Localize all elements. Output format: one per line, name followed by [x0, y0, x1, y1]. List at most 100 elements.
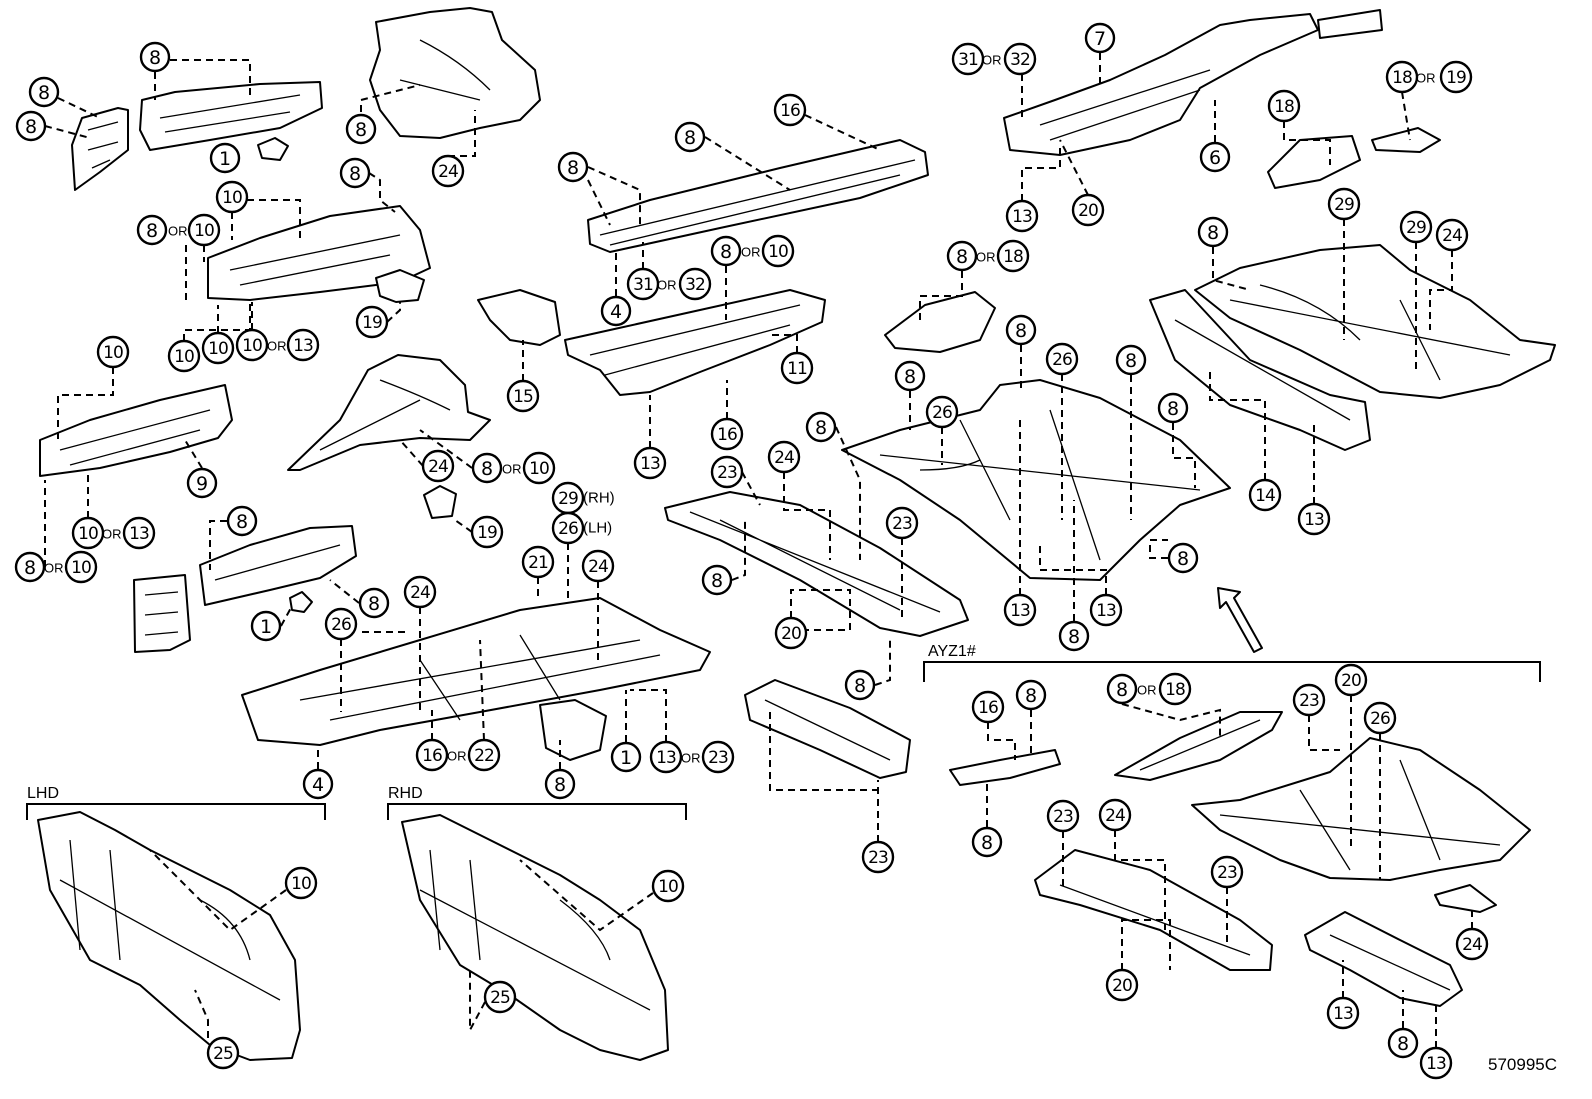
or-label: OR	[657, 278, 677, 293]
part-ayz-bracket-24	[1434, 884, 1497, 913]
callout-circle	[710, 235, 742, 267]
callout-circle	[1326, 996, 1360, 1030]
callout-8: 8	[844, 669, 876, 701]
callout-16: 16	[415, 738, 449, 772]
callout-8: 8	[946, 240, 978, 272]
callout-29: 29	[551, 481, 585, 515]
callout-8: 8	[674, 121, 706, 153]
callout-number: 8	[554, 774, 566, 796]
part-crossmember-lower	[744, 679, 911, 779]
callout-circle	[471, 452, 503, 484]
callout-number: 26	[1370, 709, 1390, 729]
callout-24: 24	[421, 449, 455, 483]
callout-circle	[286, 328, 320, 362]
callout-22: 22	[467, 738, 501, 772]
or-label: OR	[102, 527, 122, 542]
callout-circle	[925, 395, 959, 429]
callout-number: 13	[1426, 1054, 1446, 1074]
callout-circle	[139, 41, 171, 73]
callout-circle	[1399, 210, 1433, 244]
callout-circle	[467, 738, 501, 772]
callout-number: 23	[708, 748, 728, 768]
callout-8: 8	[139, 41, 171, 73]
callout-number: 13	[129, 524, 149, 544]
or-label: OR	[982, 53, 1002, 68]
part-wheel-apron-upper	[369, 7, 541, 139]
part-bracket-19-lower	[423, 485, 457, 519]
callout-8: 8	[345, 113, 377, 145]
callout-circle	[187, 213, 221, 247]
part-ayz-floor-pan	[1191, 737, 1531, 881]
callout-32: 32	[678, 267, 712, 301]
callout-8: 8	[1106, 673, 1138, 705]
callout-number: 1	[260, 616, 272, 638]
callout-number: 10	[103, 343, 123, 363]
callout-8: 8	[358, 587, 390, 619]
callout-4: 4	[302, 768, 334, 800]
part-front-rail-lower	[39, 384, 233, 477]
callout-circle	[701, 564, 733, 596]
callout-number: 24	[588, 557, 608, 577]
callout-number: 10	[529, 459, 549, 479]
callout-29: 29	[1327, 187, 1361, 221]
callout-13: 13	[122, 516, 156, 550]
callout-number: 10	[208, 339, 228, 359]
callout-circle	[415, 738, 449, 772]
callout-circle	[1267, 89, 1301, 123]
callout-23: 23	[861, 840, 895, 874]
callout-8: 8	[226, 505, 258, 537]
callout-8: 8	[1058, 620, 1090, 652]
callout-circle	[1003, 42, 1037, 76]
callout-circle	[358, 587, 390, 619]
callout-circle	[421, 449, 455, 483]
callout-number: 21	[528, 553, 548, 573]
callout-circle	[551, 511, 585, 545]
callout-circle	[951, 42, 985, 76]
callout-20: 20	[1105, 968, 1139, 1002]
callout-number: 24	[428, 457, 448, 477]
callout-number: 26	[1052, 350, 1072, 370]
callout-number: 18	[1165, 680, 1185, 700]
or-label: OR	[1137, 683, 1157, 698]
callout-10: 10	[201, 331, 235, 365]
callout-6: 6	[1199, 141, 1231, 173]
callout-circle	[678, 267, 712, 301]
callout-number: 10	[658, 877, 678, 897]
callout-number: 15	[513, 387, 533, 407]
callout-10: 10	[235, 328, 269, 362]
callout-number: 19	[477, 523, 497, 543]
callout-circle	[1089, 593, 1123, 627]
callout-31: 31	[626, 267, 660, 301]
callout-number: 25	[213, 1044, 233, 1064]
callout-8: 8	[1387, 1027, 1419, 1059]
callout-circle	[774, 616, 808, 650]
callout-8: 8	[894, 360, 926, 392]
callout-10: 10	[96, 335, 130, 369]
callout-circle	[1199, 141, 1231, 173]
callout-number: 23	[1217, 863, 1237, 883]
ayz-bracket	[923, 661, 1541, 682]
callout-15: 15	[506, 379, 540, 413]
callout-18: 18	[1267, 89, 1301, 123]
part-bracket-15	[477, 289, 561, 346]
label-lh: (LH)	[583, 520, 612, 537]
callout-number: 8	[684, 127, 696, 149]
callout-10: 10	[215, 180, 249, 214]
callout-circle	[522, 451, 556, 485]
callout-number: 32	[685, 275, 705, 295]
callout-8: 8	[339, 157, 371, 189]
callout-number: 13	[1096, 601, 1116, 621]
callout-circle	[15, 110, 47, 142]
callout-circle	[701, 740, 735, 774]
callout-13: 13	[1419, 1046, 1453, 1080]
callout-circle	[1098, 798, 1132, 832]
callout-24: 24	[767, 440, 801, 474]
callout-number: 24	[1462, 935, 1482, 955]
callout-number: 8	[1015, 320, 1027, 342]
callout-number: 25	[490, 988, 510, 1008]
callout-number: 23	[1299, 691, 1319, 711]
callout-circle	[1005, 199, 1039, 233]
callout-number: 10	[291, 874, 311, 894]
callout-8: 8	[28, 76, 60, 108]
